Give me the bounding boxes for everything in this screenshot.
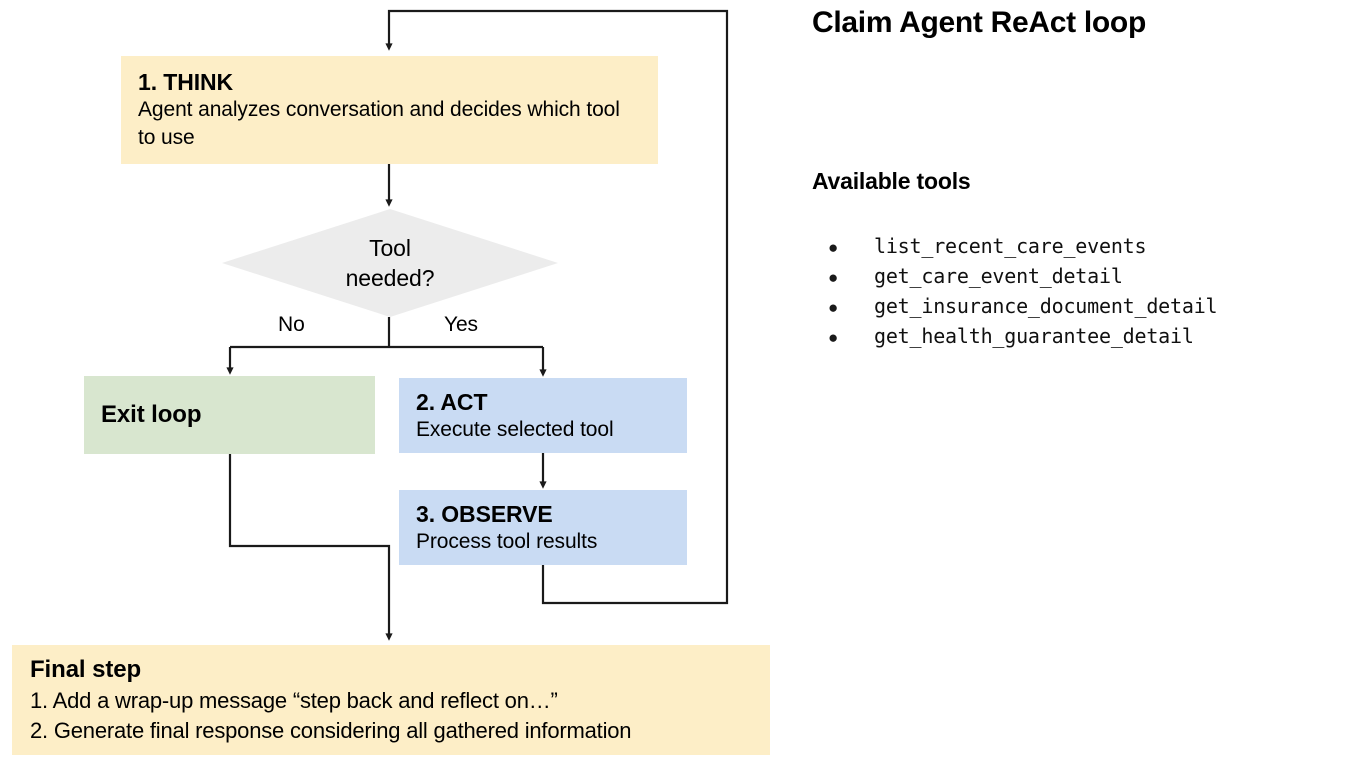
tool-name: list_recent_care_events — [874, 234, 1147, 258]
node-final-step-line-2: 2. Generate final response considering a… — [30, 718, 632, 744]
node-think[interactable]: 1. THINK Agent analyzes conversation and… — [121, 56, 658, 164]
node-think-title: 1. THINK — [138, 69, 234, 96]
available-tools-list: ● list_recent_care_events ● get_care_eve… — [828, 234, 1218, 354]
list-item[interactable]: ● get_health_guarantee_detail — [828, 324, 1217, 354]
node-act[interactable]: 2. ACT Execute selected tool — [399, 378, 687, 453]
list-item[interactable]: ● get_insurance_document_detail — [828, 294, 1218, 324]
edge-label-yes: Yes — [444, 313, 478, 336]
bullet-icon: ● — [828, 268, 839, 287]
node-final-step[interactable]: Final step 1. Add a wrap-up message “ste… — [12, 645, 770, 755]
tool-name: get_care_event_detail — [874, 264, 1123, 288]
right-panel: Claim Agent ReAct loop Available tools ●… — [810, 0, 1358, 768]
node-act-description: Execute selected tool — [416, 417, 614, 441]
list-item[interactable]: ● list_recent_care_events — [828, 234, 1217, 264]
bullet-icon: ● — [828, 328, 839, 347]
page-title: Claim Agent ReAct loop — [812, 6, 1146, 39]
decision-label-line2: needed? — [345, 265, 435, 291]
node-act-title: 2. ACT — [416, 388, 488, 415]
node-final-step-line-1: 1. Add a wrap-up message “step back and … — [30, 688, 558, 714]
node-think-description: Agent analyzes conversation and decides … — [138, 98, 620, 150]
edge-exit-to-final — [228, 454, 393, 641]
node-exit-loop-title: Exit loop — [101, 401, 202, 429]
bullet-icon: ● — [828, 238, 839, 257]
edge-label-no: No — [278, 313, 305, 336]
available-tools-heading: Available tools — [812, 168, 971, 194]
decision-label-line1: Tool — [369, 234, 411, 261]
tool-name: get_insurance_document_detail — [874, 294, 1218, 318]
tool-name: get_health_guarantee_detail — [874, 324, 1194, 348]
node-observe-description: Process tool results — [416, 529, 598, 553]
bullet-icon: ● — [828, 298, 839, 317]
edge-decision-split — [226, 317, 547, 377]
decision-tool-needed[interactable]: Tool needed? — [222, 209, 558, 317]
node-observe[interactable]: 3. OBSERVE Process tool results — [399, 490, 687, 565]
node-exit-loop[interactable]: Exit loop — [84, 376, 375, 454]
list-item[interactable]: ● get_care_event_detail — [828, 264, 1217, 294]
node-final-step-title: Final step — [30, 656, 142, 683]
node-observe-title: 3. OBSERVE — [416, 500, 553, 527]
